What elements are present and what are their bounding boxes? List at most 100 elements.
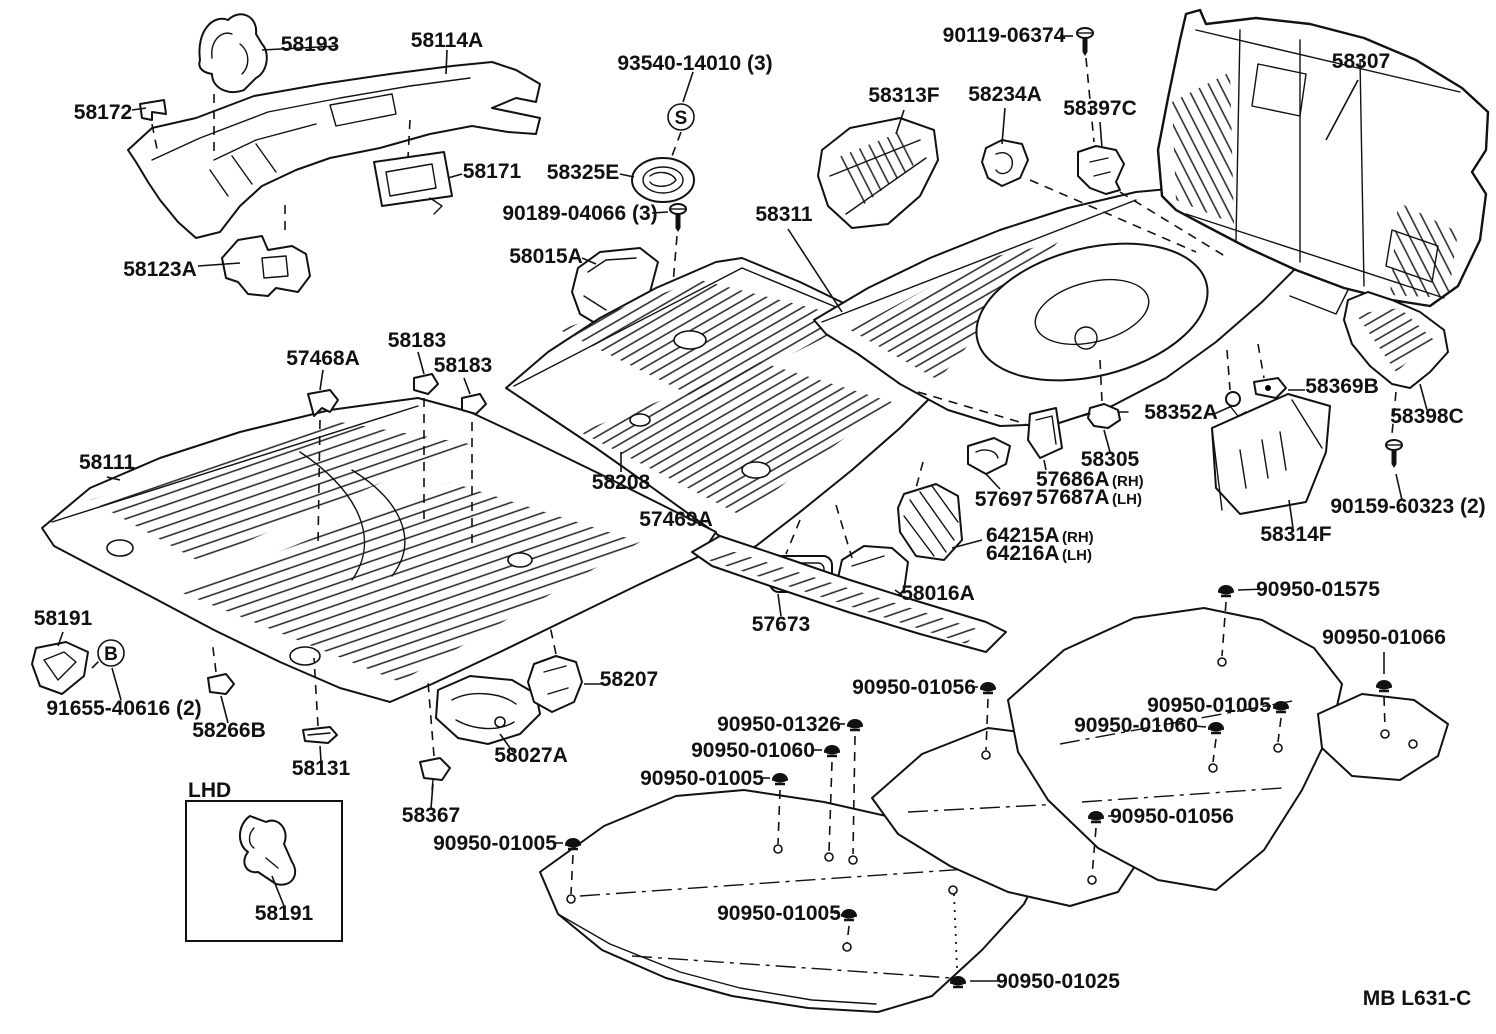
- part-57697-bracket: [967, 437, 1011, 490]
- fastener-90950-01025: [948, 893, 1003, 989]
- part-58305-clip: [1081, 403, 1129, 453]
- label-58325e: 58325E: [547, 161, 619, 184]
- label-58367: 58367: [402, 804, 460, 827]
- fastener-90950-01005-lhd-row: [553, 836, 583, 895]
- part-57468a-clip: [307, 369, 339, 417]
- label-64215a-rh: (RH): [1062, 529, 1094, 546]
- part-57686a-panel: [917, 391, 1063, 471]
- part-58266b-clip: [207, 639, 235, 724]
- label-57469a: 57469A: [639, 508, 713, 531]
- label-90950-01066: 90950-01066: [1322, 626, 1446, 649]
- fastener-90950-01060-left: [812, 743, 842, 853]
- part-58171-plate: [373, 119, 463, 215]
- label-57686a-rh: (RH): [1112, 473, 1144, 490]
- label-58266b: 58266B: [192, 719, 266, 742]
- part-58027a-heat-shield: [435, 675, 541, 753]
- label-58183-right: 58183: [434, 354, 492, 377]
- label-58311: 58311: [755, 203, 813, 226]
- part-58307-rear-body-panel: [1156, 8, 1490, 308]
- part-90159-60323-screw: [1385, 439, 1403, 501]
- label-58191: 58191: [34, 607, 93, 630]
- label-58123a: 58123A: [123, 258, 197, 281]
- label-58191-inset: 58191: [255, 902, 314, 925]
- part-58114a-front-crossmember: [127, 49, 541, 239]
- part-58314f-panel: [1211, 393, 1331, 529]
- label-90119-06374: 90119-06374: [943, 24, 1066, 47]
- part-58172-clip: [131, 99, 167, 155]
- part-58234a-bracket: [981, 107, 1197, 253]
- label-58397c: 58397C: [1063, 97, 1137, 120]
- label-58398c: 58398C: [1390, 405, 1464, 428]
- label-58314f: 58314F: [1260, 523, 1331, 546]
- label-58352a: 58352A: [1144, 401, 1218, 424]
- label-58207: 58207: [600, 668, 658, 691]
- label-58193: 58193: [281, 33, 339, 56]
- part-58398c-reinforcement: [1343, 291, 1449, 435]
- label-90159-60323: 90159-60323 (2): [1330, 495, 1485, 518]
- label-58172: 58172: [74, 101, 132, 124]
- label-marker-b: B: [104, 644, 118, 665]
- fastener-90950-01060-right: [1194, 720, 1226, 763]
- label-57697: 57697: [975, 488, 1033, 511]
- label-90950-01005-mid: 90950-01005: [640, 767, 764, 790]
- label-90950-01575: 90950-01575: [1256, 578, 1380, 601]
- lhd-inset-box: [185, 800, 343, 942]
- part-58311-rear-floor-pan: [787, 185, 1351, 427]
- label-58313f: 58313F: [868, 84, 939, 107]
- part-58183-clip-left: [413, 351, 439, 395]
- label-58307: 58307: [1332, 50, 1390, 73]
- label-93540-14010: 93540-14010 (3): [617, 52, 772, 75]
- part-58123a-bracket: [197, 205, 311, 297]
- label-64215a: 64215A: [986, 524, 1060, 547]
- fastener-90950-01326: [838, 717, 865, 855]
- label-64216a: 64216A: [986, 542, 1060, 565]
- label-58171: 58171: [463, 160, 522, 183]
- label-90950-01025: 90950-01025: [996, 970, 1120, 993]
- fastener-90950-01005-bottom: [834, 907, 859, 944]
- part-64215a-bracket: [897, 461, 983, 561]
- label-90950-01326: 90950-01326: [717, 713, 841, 736]
- fastener-90950-01066: [1374, 652, 1394, 729]
- part-58193-bracket: [198, 13, 339, 156]
- label-57687a-lh: (LH): [1112, 491, 1142, 508]
- fastener-90950-01056-lower: [1086, 809, 1116, 877]
- label-90950-01005-right: 90950-01005: [1147, 694, 1271, 717]
- label-57687a: 57687A: [1036, 486, 1110, 509]
- label-58111: 58111: [79, 451, 135, 474]
- part-58207-bracket: [527, 625, 602, 713]
- part-58191-plug-main: [31, 631, 101, 695]
- label-90950-01056-left: 90950-01056: [852, 676, 976, 699]
- part-58111-front-floor-pan: [41, 397, 717, 703]
- fastener-90950-01056-left: [972, 680, 998, 751]
- marker-b-circle: [97, 639, 125, 701]
- part-58325e-grommet: [619, 157, 695, 203]
- part-58397c-bracket: [1077, 121, 1229, 259]
- label-90950-01060-right: 90950-01060: [1074, 714, 1198, 737]
- part-58369b-clip: [1253, 377, 1305, 399]
- part-58367-clip: [419, 681, 451, 809]
- label-90950-01005-bottom: 90950-01005: [717, 902, 841, 925]
- label-marker-s: S: [675, 108, 688, 129]
- part-90119-06374-screw: [1060, 27, 1095, 143]
- label-91655-40616: 91655-40616 (2): [46, 697, 201, 720]
- label-58234a: 58234A: [968, 83, 1042, 106]
- part-58352a-stud: [1213, 391, 1247, 417]
- label-58027a: 58027A: [494, 744, 568, 767]
- marker-s-circle: [667, 71, 695, 157]
- label-90950-01056-lower: 90950-01056: [1110, 805, 1234, 828]
- part-58183-clip-right: [461, 377, 487, 415]
- figure-code: MB L631-C: [1363, 987, 1472, 1010]
- label-64216a-lh: (LH): [1062, 547, 1092, 564]
- label-58183-left: 58183: [388, 329, 446, 352]
- label-58015a: 58015A: [509, 245, 583, 268]
- fastener-90950-01005-right: [1266, 699, 1291, 743]
- label-58016a: 58016A: [901, 582, 975, 605]
- fastener-90950-01575: [1216, 583, 1267, 657]
- label-58131: 58131: [292, 757, 351, 780]
- label-90950-01060-left: 90950-01060: [691, 739, 815, 762]
- label-58114a: 58114A: [411, 29, 483, 52]
- fastener-90950-01005-mid: [760, 771, 790, 845]
- label-90950-01005-lhd-row: 90950-01005: [433, 832, 557, 855]
